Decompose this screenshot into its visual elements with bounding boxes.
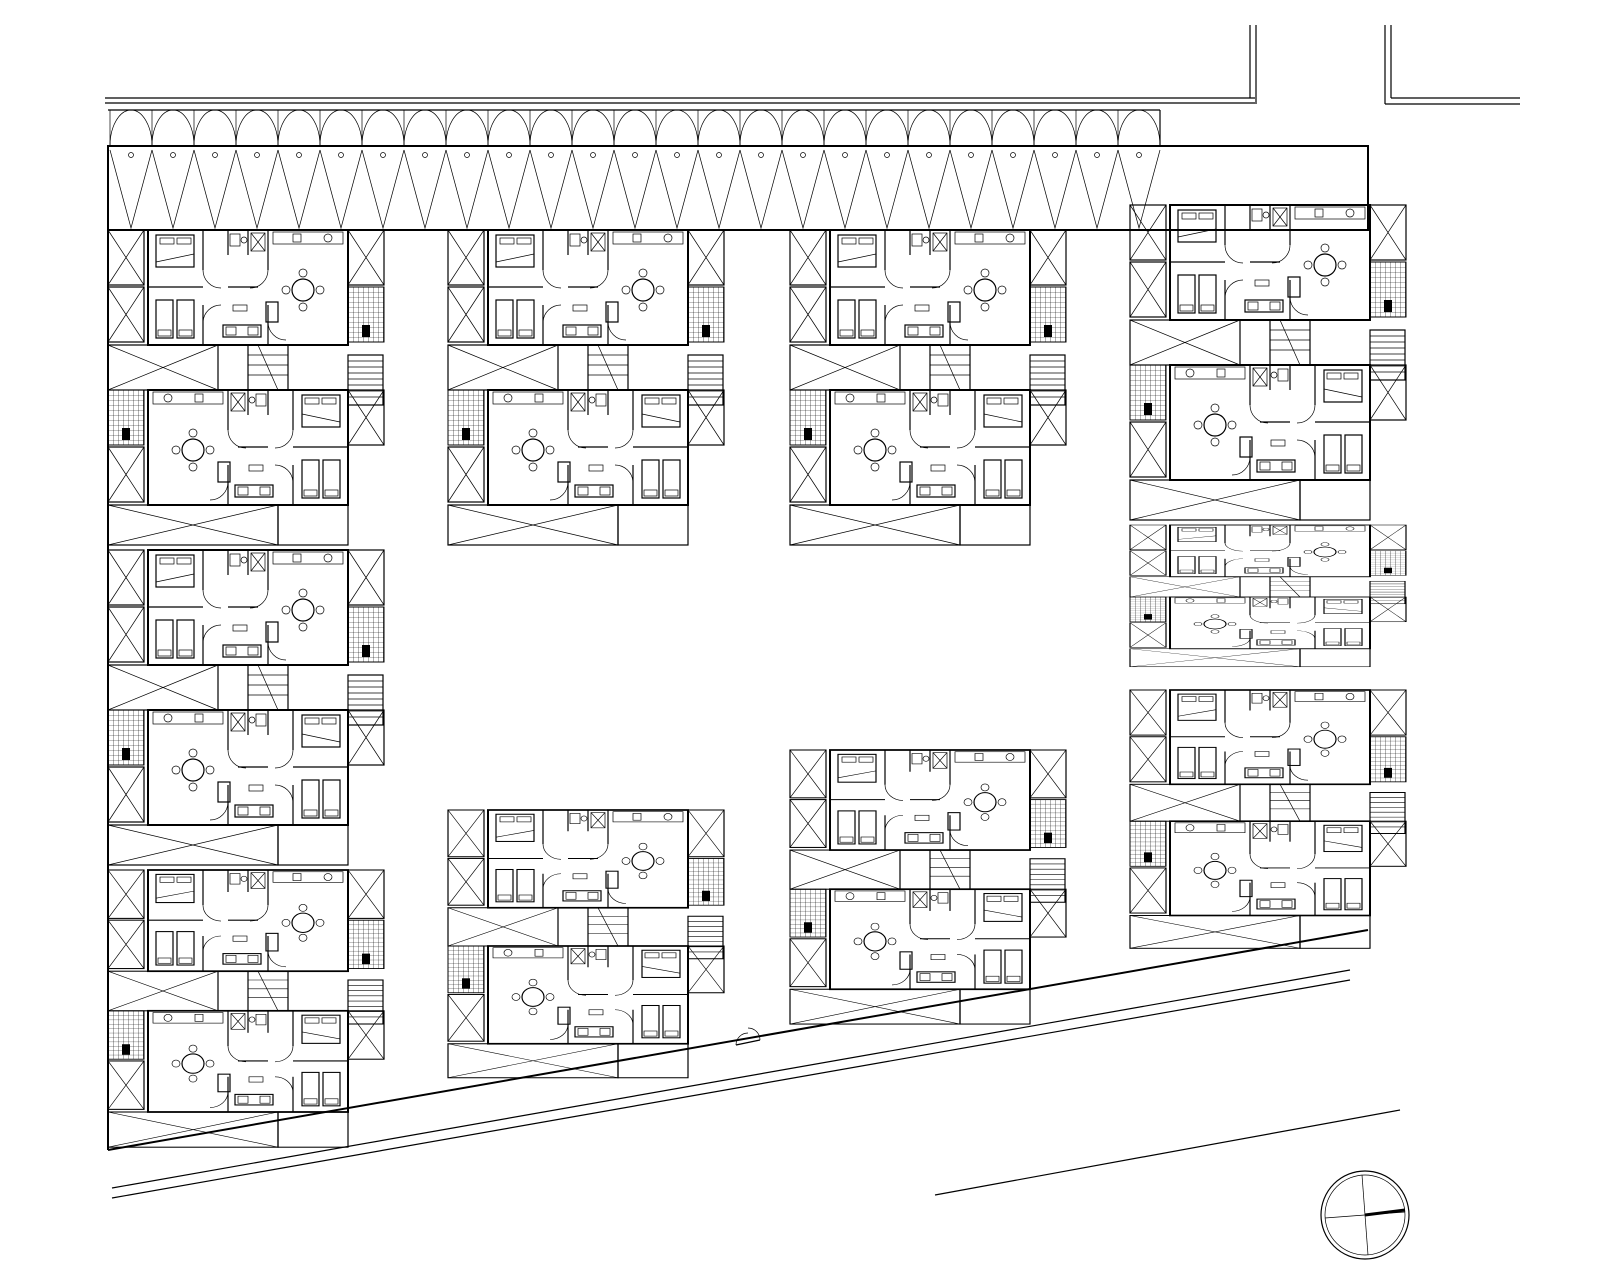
parking-bay-icon bbox=[277, 109, 321, 230]
parking-bay-icon bbox=[319, 109, 363, 230]
parking-bay-icon bbox=[529, 109, 573, 230]
block-east-1 bbox=[1130, 205, 1406, 520]
parking-bay-icon bbox=[571, 109, 615, 230]
block-center-left-2 bbox=[448, 810, 724, 1078]
parking-bay-icon bbox=[151, 109, 195, 230]
street-south bbox=[111, 969, 1401, 1199]
parking-bay-icon bbox=[739, 109, 783, 230]
block-center-left-1 bbox=[448, 230, 724, 545]
block-west-1 bbox=[108, 230, 384, 545]
parking-bay-icon bbox=[907, 109, 951, 230]
parking-bay-icon bbox=[403, 109, 447, 230]
parking-bay-icon bbox=[487, 109, 531, 230]
parking-bay-icon bbox=[655, 109, 699, 230]
block-west-3 bbox=[108, 870, 384, 1147]
parking-bay-icon bbox=[949, 109, 993, 230]
parking-bay-icon bbox=[991, 109, 1035, 230]
parking-bay-icon bbox=[361, 109, 405, 230]
parking-row bbox=[107, 109, 1369, 231]
parking-bay-icon bbox=[613, 109, 657, 230]
parking-bay-icon bbox=[1117, 109, 1161, 230]
block-east-3 bbox=[1130, 690, 1406, 948]
parking-bay-icon bbox=[1033, 109, 1077, 230]
block-center-2 bbox=[790, 750, 1066, 1024]
block-west-2 bbox=[108, 550, 384, 865]
gate bbox=[735, 1027, 761, 1046]
parking-bay-icon bbox=[823, 109, 867, 230]
parking-bay-icon bbox=[865, 109, 909, 230]
parking-bay-icon bbox=[1075, 109, 1119, 230]
block-center-1 bbox=[790, 230, 1066, 545]
site-boundary bbox=[107, 146, 1369, 1151]
compass-icon bbox=[1320, 1170, 1410, 1260]
parking-bay-icon bbox=[697, 109, 741, 230]
parking-bay-icon bbox=[235, 109, 279, 230]
parking-bay-icon bbox=[193, 109, 237, 230]
block-east-2 bbox=[1130, 525, 1406, 667]
parking-bay-icon bbox=[109, 109, 153, 230]
street-north bbox=[105, 25, 1520, 105]
parking-bay-icon bbox=[445, 109, 489, 230]
parking-bay-icon bbox=[781, 109, 825, 230]
